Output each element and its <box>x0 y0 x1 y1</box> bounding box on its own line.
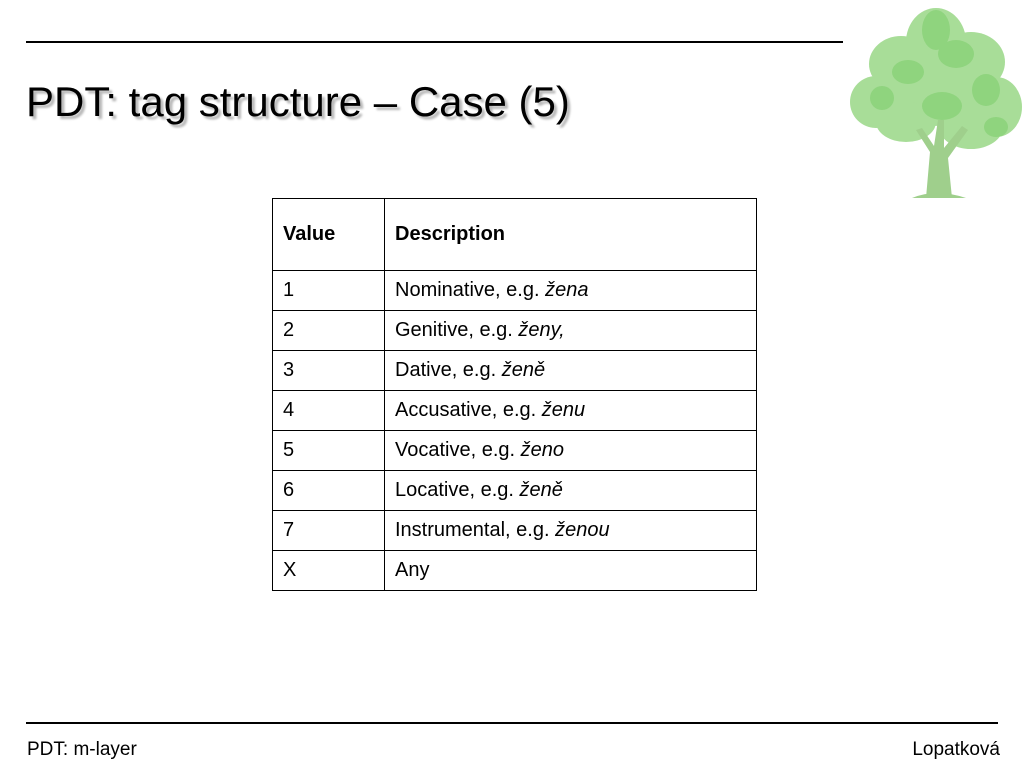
case-description-text: Nominative, e.g. <box>395 279 546 301</box>
case-value-cell: 4 <box>272 390 385 431</box>
case-description-cell: Locative, e.g. ženě <box>384 470 757 511</box>
case-description-text: Locative, e.g. <box>395 479 520 501</box>
case-example-word: ženy, <box>518 319 565 341</box>
case-description-cell: Nominative, e.g. žena <box>384 270 757 311</box>
case-example-word: ženě <box>501 359 546 381</box>
bottom-divider <box>26 722 998 724</box>
case-description-cell: Accusative, e.g. ženu <box>384 390 757 431</box>
case-example-word: ženo <box>520 439 565 461</box>
tree-icon <box>850 8 1022 198</box>
case-description-text: Dative, e.g. <box>395 359 502 381</box>
footer-course-label: PDT: m-layer <box>27 739 137 760</box>
case-description-text: Genitive, e.g. <box>395 319 519 341</box>
case-value-cell: 1 <box>272 270 385 311</box>
case-value-cell: 6 <box>272 470 385 511</box>
column-header-description: Description <box>384 198 757 271</box>
case-example-word: žena <box>545 279 589 301</box>
table-row: X Any <box>272 550 757 591</box>
top-divider <box>26 41 843 43</box>
case-description-text: Vocative, e.g. <box>395 439 521 461</box>
case-description-text: Instrumental, e.g. <box>395 519 556 541</box>
case-description-cell: Genitive, e.g. ženy, <box>384 310 757 351</box>
table-header-row: Value Description <box>272 198 757 271</box>
case-value-cell: 7 <box>272 510 385 551</box>
case-description-cell: Vocative, e.g. ženo <box>384 430 757 471</box>
case-example-word: ženou <box>555 519 610 541</box>
slide-title: PDT: tag structure – Case (5) <box>26 78 570 125</box>
case-description-text: Any <box>395 559 430 581</box>
case-description-text: Accusative, e.g. <box>395 399 542 421</box>
case-description-cell: Dative, e.g. ženě <box>384 350 757 391</box>
case-value-cell: 2 <box>272 310 385 351</box>
case-value-cell: 3 <box>272 350 385 391</box>
case-value-cell: X <box>272 550 385 591</box>
case-example-word: ženu <box>541 399 586 421</box>
case-description-cell: Any <box>384 550 757 591</box>
case-example-word: ženě <box>519 479 563 501</box>
case-description-cell: Instrumental, e.g. ženou <box>384 510 757 551</box>
case-value-cell: 5 <box>272 430 385 471</box>
column-header-value: Value <box>272 198 385 271</box>
footer-author: Lopatková <box>912 739 1000 760</box>
